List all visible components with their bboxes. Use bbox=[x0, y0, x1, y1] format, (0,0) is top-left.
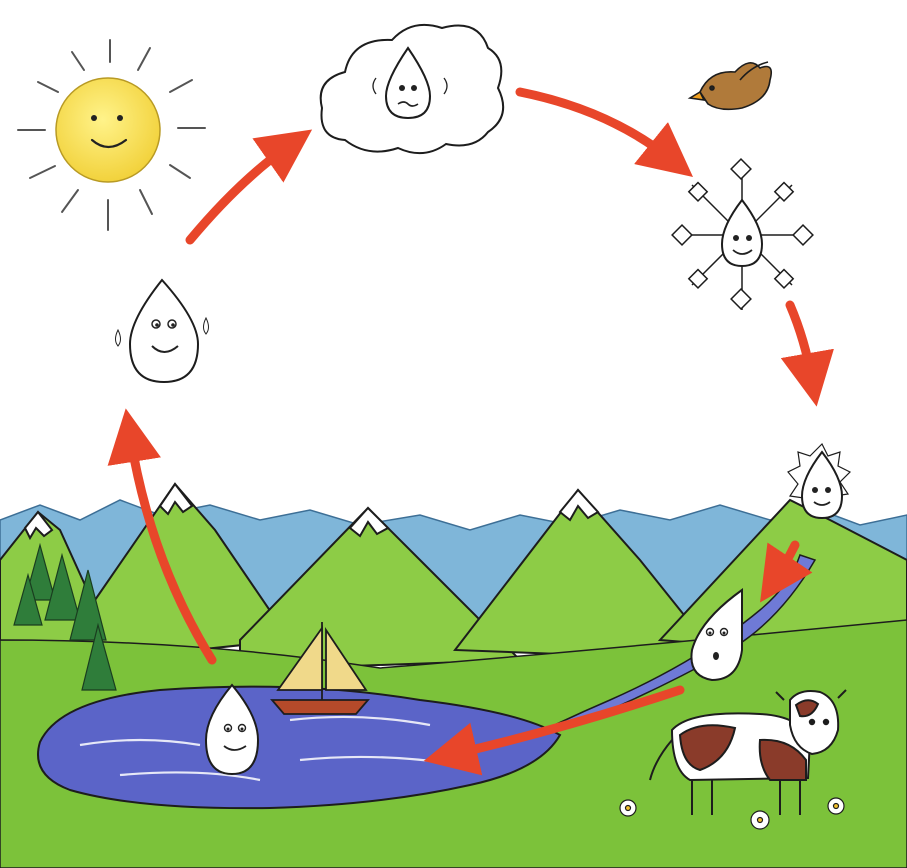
cloud-drop-icon bbox=[321, 25, 503, 153]
sweating-drop-icon bbox=[116, 280, 209, 382]
snowflake-drop-icon bbox=[672, 159, 813, 310]
arrow-snowflake-to-mountain bbox=[790, 305, 812, 380]
bird-icon bbox=[690, 62, 771, 109]
sun-icon bbox=[18, 40, 205, 230]
arrow-cloud-to-snowflake bbox=[520, 92, 672, 160]
arrow-evaporation-to-cloud bbox=[190, 145, 290, 240]
